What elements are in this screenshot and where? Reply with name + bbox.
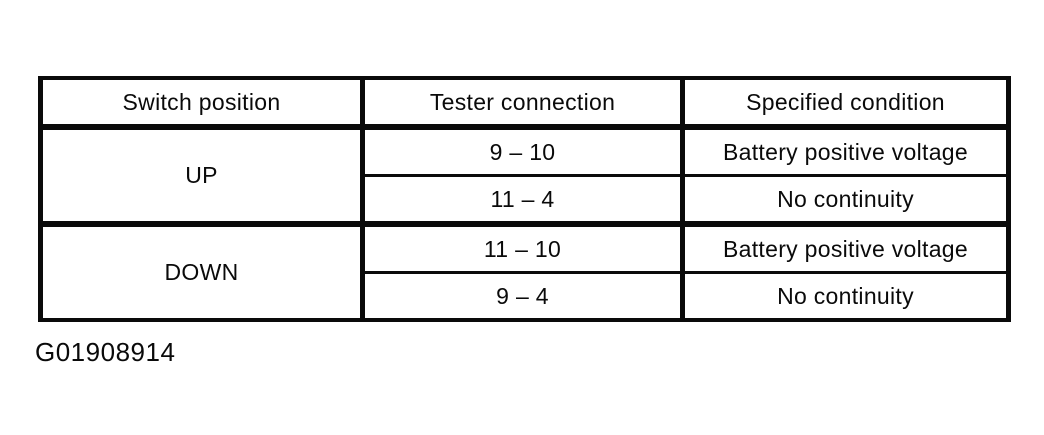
tester-connection-cell: 11 – 4 [360, 174, 685, 226]
table-row: 9 – 4 No continuity [41, 271, 1011, 322]
header-specified-condition: Specified condition [680, 76, 1011, 130]
specified-condition-cell: No continuity [680, 271, 1011, 322]
specified-condition-cell: Battery positive voltage [680, 125, 1011, 177]
specified-condition-cell: Battery positive voltage [680, 221, 1011, 274]
switch-continuity-table: Switch position Tester connection Specif… [38, 76, 1011, 322]
tester-connection-cell: 9 – 4 [360, 271, 685, 322]
switch-position-up-cell: UP [38, 125, 365, 226]
specified-condition-cell: No continuity [680, 174, 1011, 226]
table-row: 11 – 4 No continuity [41, 174, 1011, 226]
header-switch-position: Switch position [38, 76, 365, 130]
switch-position-down-cell: DOWN [38, 221, 365, 322]
tester-connection-cell: 11 – 10 [360, 221, 685, 274]
tester-connection-cell: 9 – 10 [360, 125, 685, 177]
table-row: DOWN 11 – 10 Battery positive voltage [38, 221, 1011, 322]
table-header-row: Switch position Tester connection Specif… [38, 76, 1011, 130]
table-row: UP 9 – 10 Battery positive voltage [38, 125, 1011, 226]
figure-id-label: G01908914 [35, 337, 176, 367]
header-tester-connection: Tester connection [360, 76, 685, 130]
